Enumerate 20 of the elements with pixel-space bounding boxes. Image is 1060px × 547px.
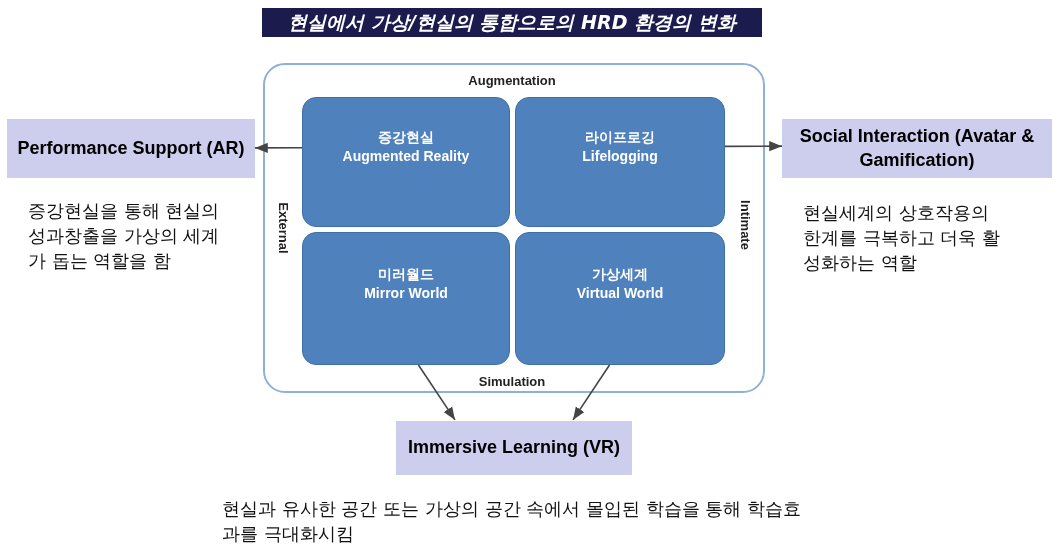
axis-label: Augmentation [468, 72, 556, 88]
axis-label: Simulation [478, 373, 546, 389]
role-box: Social Interaction (Avatar & Gamification) [782, 119, 1052, 178]
arrow [417, 364, 456, 421]
role-box: Immersive Learning (VR) [396, 421, 632, 475]
axis-label: Intimate [737, 200, 753, 250]
quadrant-box: 가상세계 Virtual World [515, 232, 725, 365]
description-text: 증강현실을 통해 현실의 성과창출을 가상의 세계 가 돕는 역할을 함 [28, 199, 221, 274]
role-box: Performance Support (AR) [7, 119, 255, 178]
quadrant-box: 미러월드 Mirror World [302, 232, 510, 365]
arrow [724, 141, 783, 152]
quadrant-box: 라이프로깅 Lifelogging [515, 97, 725, 227]
title-banner: 현실에서 가상/현실의 통합으로의 HRD 환경의 변화 [262, 8, 762, 37]
description-text: 현실세계의 상호작용의 한계를 극복하고 더욱 활성화하는 역할 [803, 201, 1002, 276]
description-text: 현실과 유사한 공간 또는 가상의 공간 속에서 몰입된 학습을 통해 학습효과를 극대화시킴 [222, 497, 803, 547]
arrow [572, 364, 611, 421]
arrow [254, 142, 303, 153]
frame-box [263, 63, 765, 393]
quadrant-box: 증강현실 Augmented Reality [302, 97, 510, 227]
axis-label: External [275, 202, 291, 254]
